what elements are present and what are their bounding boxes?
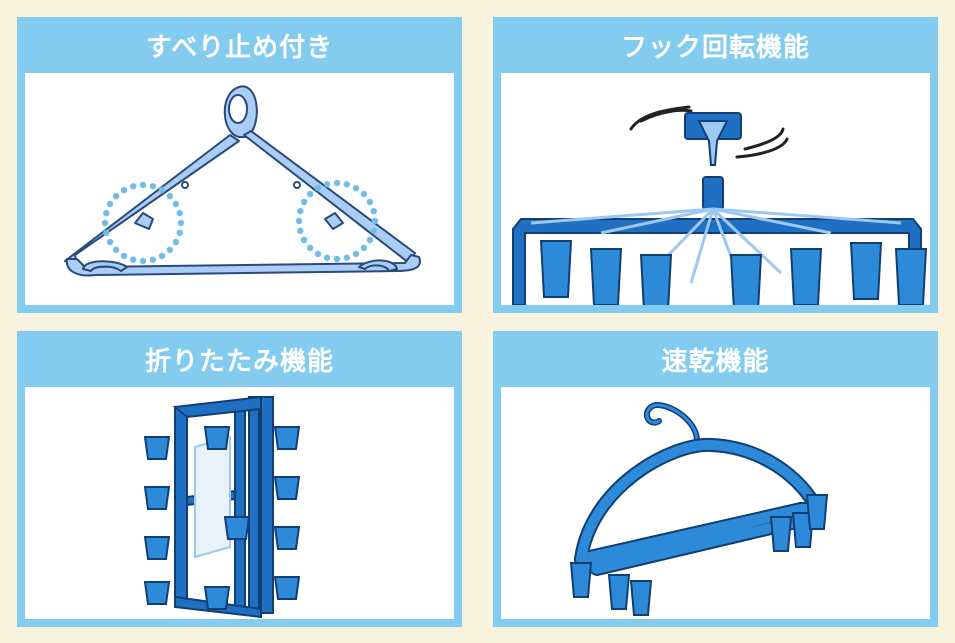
panel-title: フック回転機能 [620,32,810,63]
dot [120,252,128,260]
dot [343,181,351,188]
panel-illustration [25,73,454,305]
clothespin [769,516,793,552]
dot [106,238,114,246]
dot [103,209,110,217]
clothespin [849,242,883,300]
dot [300,236,308,244]
dot [129,256,137,263]
clothespin [203,426,231,450]
panel-title: すべり止め付き [145,32,334,63]
dot [371,217,379,225]
feature-panel-non-slip: すべり止め付き [17,17,462,313]
clothespin [143,436,171,460]
dot [106,200,114,208]
clothespin [629,580,653,616]
dot [101,219,109,227]
dot [314,250,322,258]
clothespin [273,526,301,550]
dot [343,254,351,261]
clothespin [273,476,301,500]
clothespin [569,562,593,598]
dot [176,209,183,217]
dot [172,238,180,246]
dot [103,229,110,237]
dot [295,217,303,225]
dot [158,186,166,194]
dot [297,207,304,215]
dot [166,246,174,254]
panel-title: 折りたたみ機能 [144,346,334,377]
dot [129,183,137,190]
dot [360,244,368,252]
dot [176,229,183,237]
dot [297,227,304,235]
dot [366,236,374,244]
clothespin [143,536,171,560]
dot [120,186,128,194]
dot [352,184,360,192]
dot [149,183,157,190]
clothespin [805,494,829,530]
clothespin [894,248,928,305]
dot [139,181,147,189]
clothespin [273,576,301,600]
clothespin [273,426,301,450]
clothespin [791,512,815,548]
dot [112,192,120,200]
dot [149,256,157,263]
clothespin [607,574,631,610]
dot [112,246,120,254]
quick-dry-hanger-icon [569,402,829,616]
dot [366,198,374,206]
dot [323,254,331,261]
clothespin [789,248,823,305]
dot [300,198,308,206]
panel-illustration [25,387,454,619]
clothespin [223,516,251,540]
clothespin [729,254,763,305]
dot [306,244,314,252]
dot [333,255,341,263]
non-slip-hanger-icon [64,85,421,277]
clothespin [143,486,171,510]
panel-title: 速乾機能 [661,346,770,377]
dot [158,252,166,260]
dot [370,207,377,215]
dot [139,257,147,265]
clothespin [143,581,171,605]
dot [323,181,331,188]
dot [352,250,360,258]
clothespin [589,248,623,305]
feature-panel-rotating-hook: フック回転機能 [493,17,938,313]
dot [314,184,322,192]
dot [306,190,314,198]
clothespin [639,254,673,305]
dot [166,192,174,200]
dot [360,190,368,198]
clothespin [203,586,231,610]
clothespin [539,240,573,298]
feature-panel-quick-dry: 速乾機能 [493,331,938,627]
panel-illustration [501,387,930,619]
folding-hanger-icon [143,395,301,619]
panel-illustration [501,73,930,305]
feature-panel-folding: 折りたたみ機能 [17,331,462,627]
dot [177,219,185,227]
rotating-hook-hanger-icon [512,105,928,305]
dot [172,200,180,208]
dot [333,179,341,187]
dot [370,227,377,235]
